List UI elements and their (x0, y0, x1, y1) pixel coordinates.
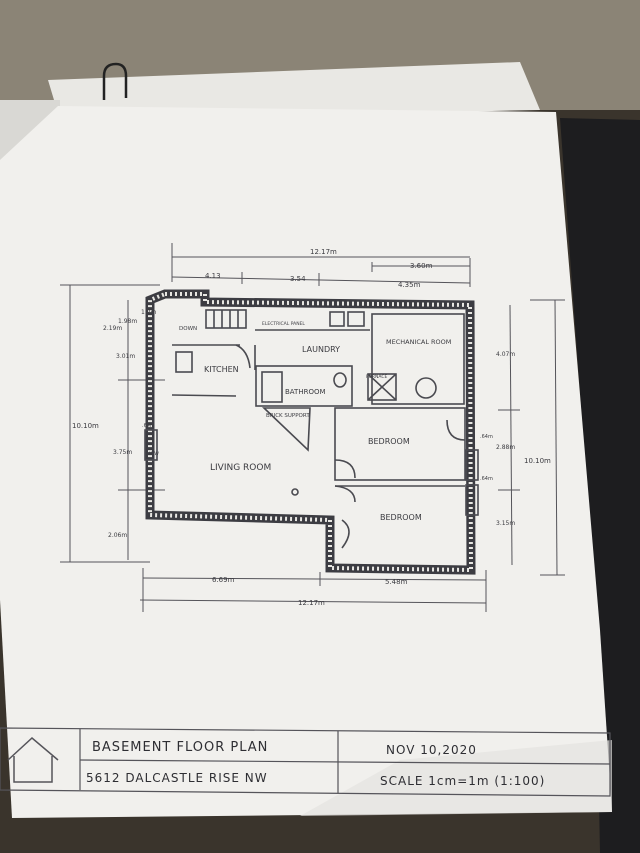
binder (560, 118, 640, 853)
window-left (144, 429, 158, 461)
mechanical-room (371, 313, 465, 405)
label-bathroom: BATHROOM (285, 388, 326, 396)
title-block-date: NOV 10,2020 (386, 743, 477, 757)
dim-right-d1: 4.07m (496, 351, 515, 358)
label-mechanical: MECHANICAL ROOM (386, 338, 451, 346)
brick-support (262, 407, 311, 452)
title-block-scale: SCALE 1cm=1m (1:100) (380, 774, 545, 788)
dim-left-d3: 2.19m (103, 325, 122, 332)
dim-top-mid: 3.54 (290, 275, 306, 283)
label-electrical-panel: ELECTRICAL PANEL (262, 321, 305, 327)
kitchen-sink (175, 351, 193, 373)
window-right-1 (465, 449, 479, 481)
furnace-symbol (367, 373, 397, 401)
label-living-room: LIVING ROOM (210, 463, 271, 473)
bedroom-1 (334, 407, 466, 481)
dim-right-d2: 2.88m (496, 444, 515, 451)
dim-width-top-overall: 12.17m (310, 248, 337, 256)
washer (329, 311, 345, 327)
dim-left-d1: 1.2m (141, 309, 157, 316)
label-brick-support: BRICK SUPPORT (266, 413, 310, 419)
dim-left-d4: 3.01m (116, 353, 135, 360)
dim-right-window-a: .64m (480, 434, 493, 440)
window-right-2 (465, 484, 479, 516)
closet-door-1 (446, 419, 466, 441)
dim-top-right: 4.35m (398, 281, 421, 289)
door-swing-kitchen (235, 344, 251, 369)
dim-line-bottom-sub (142, 577, 487, 581)
bathroom (255, 365, 353, 407)
dim-bottom-left: 6.69m (212, 576, 235, 584)
title-block: BASEMENT FLOOR PLAN 5612 DALCASTLE RISE … (0, 727, 611, 797)
closet-door-2 (341, 519, 350, 549)
floor-plan (144, 289, 479, 575)
label-down: DOWN (179, 326, 197, 332)
toilet (333, 372, 347, 388)
label-bedroom-2: BEDROOM (380, 513, 422, 522)
dim-line-top-sub (171, 276, 471, 284)
floor-drain (291, 488, 299, 496)
house-logo-icon (7, 737, 59, 783)
exterior-wall-outer (145, 289, 476, 575)
dim-left-d5: 3.75m (113, 449, 132, 456)
water-tank (415, 377, 437, 399)
label-furnace: FURNACE (366, 374, 388, 380)
dim-height-left-overall: 10.10m (72, 422, 99, 430)
bathtub (261, 371, 283, 403)
door-swing-2 (334, 485, 356, 503)
back-sheet (48, 62, 540, 120)
label-laundry: LAUNDRY (302, 345, 340, 354)
dim-height-right-overall: 10.10m (524, 457, 551, 465)
dim-top-inner: 3.60m (410, 262, 433, 270)
label-bedroom-1: BEDROOM (368, 437, 410, 446)
dim-right-d3: 3.15m (496, 520, 515, 527)
dim-left-window: .64m (142, 423, 155, 429)
stairs (205, 309, 247, 329)
label-kitchen: KITCHEN (204, 365, 239, 374)
paper-clip (102, 62, 128, 100)
dim-line-bottom-overall (139, 599, 487, 604)
dim-left-d6: 2.06m (108, 532, 127, 539)
dim-line-right-sub (509, 304, 513, 566)
dim-bottom-right: 5.48m (385, 578, 408, 586)
dim-top-left: 4.13 (205, 272, 221, 280)
title-block-address: 5612 DALCASTLE RISE NW (86, 771, 268, 785)
paper-sheet (0, 106, 612, 818)
title-block-title: BASEMENT FLOOR PLAN (92, 740, 268, 755)
dim-left-d2: 1.98m (118, 318, 137, 325)
dryer (347, 311, 365, 327)
label-ww-left: W.W (149, 451, 159, 457)
dim-width-bottom-overall: 12.17m (298, 599, 325, 607)
door-swing-1 (334, 459, 356, 479)
dim-line-right-overall (554, 299, 558, 576)
dim-right-window-b: .64m (480, 476, 493, 482)
